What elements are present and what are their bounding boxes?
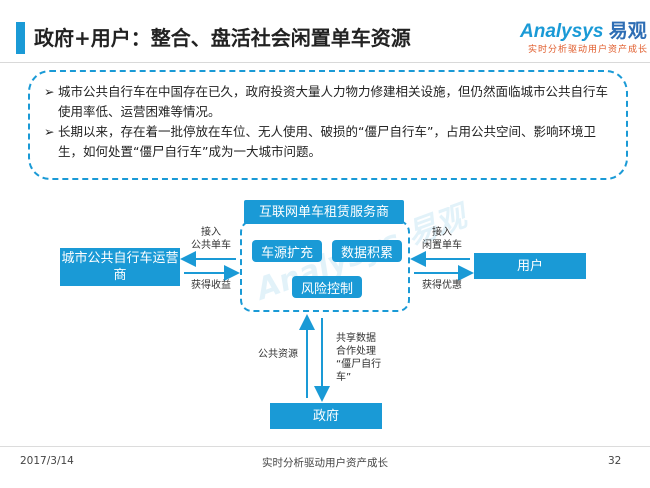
capability-source-expansion: 车源扩充 xyxy=(252,240,322,262)
capability-data-accumulation: 数据积累 xyxy=(332,240,402,262)
label-shared-data: 共享数据 合作处理 “僵尸自行 车” xyxy=(336,333,382,383)
label-connect-public-bikes: 接入 公共单车 xyxy=(191,227,231,251)
label-gain-discount: 获得优惠 xyxy=(422,280,462,291)
label-connect-idle-bikes: 接入 闲置单车 xyxy=(422,227,462,251)
service-panel xyxy=(240,220,410,312)
logo-wordmark: Analysys 易观 xyxy=(520,21,647,42)
operator-box: 城市公共自行车运营商 xyxy=(60,248,180,286)
footer-date: 2017/3/14 xyxy=(20,455,74,467)
header-divider xyxy=(0,62,650,63)
government-box: 政府 xyxy=(270,403,382,429)
logo-tagline: 实时分析驱动用户资产成长 xyxy=(528,45,649,55)
analysys-logo: Analysys 易观 实时分析驱动用户资产成长 xyxy=(520,16,647,60)
bullet-arrow-icon: ➢ xyxy=(44,84,55,99)
bullet-arrow-icon: ➢ xyxy=(44,124,55,139)
user-box: 用户 xyxy=(474,253,586,279)
page-title: 政府+用户：整合、盘活社会闲置单车资源 xyxy=(34,26,411,50)
page-number: 32 xyxy=(608,455,622,467)
note-bullet-text: 城市公共自行车在中国存在已久，政府投资大量人力物力修建相关设施，但仍然面临城市公… xyxy=(58,84,609,119)
capability-risk-control: 风险控制 xyxy=(292,276,362,298)
note-bullet-text: 长期以来，存在着一批停放在车位、无人使用、破损的“僵尸自行车”，占用公共空间、影… xyxy=(58,124,596,159)
label-gain-revenue: 获得收益 xyxy=(191,280,231,291)
intro-note: ➢ 城市公共自行车在中国存在已久，政府投资大量人力物力修建相关设施，但仍然面临城… xyxy=(28,70,628,180)
footer-divider xyxy=(0,446,650,447)
note-bullet: ➢ 城市公共自行车在中国存在已久，政府投资大量人力物力修建相关设施，但仍然面临城… xyxy=(44,82,612,122)
footer-tagline: 实时分析驱动用户资产成长 xyxy=(262,457,388,469)
note-bullet: ➢ 长期以来，存在着一批停放在车位、无人使用、破损的“僵尸自行车”，占用公共空间… xyxy=(44,122,612,162)
title-accent-bar xyxy=(16,22,25,54)
label-public-resources: 公共资源 xyxy=(258,349,298,360)
